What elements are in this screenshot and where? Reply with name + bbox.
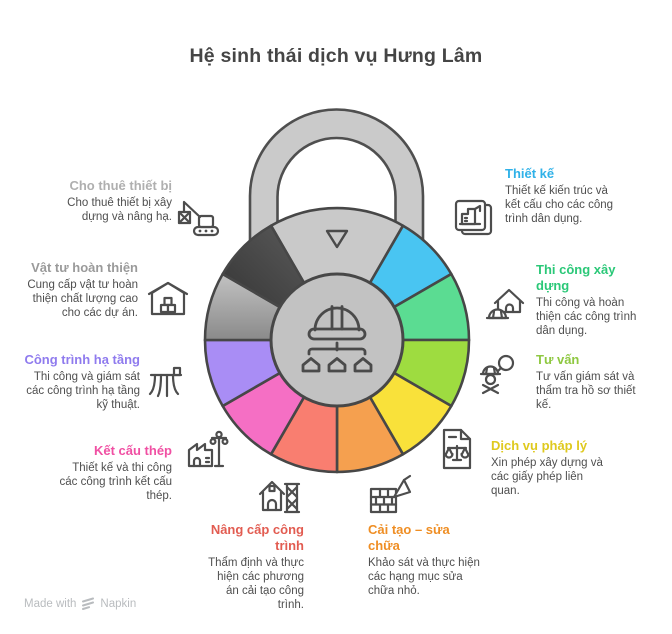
item-title: Dịch vụ pháp lý <box>491 438 588 453</box>
item-cho-thue-thiet-bi: Cho thuê thiết bị Cho thuê thiết bị xây … <box>52 178 172 224</box>
item-cong-trinh-ha-tang: Công trình hạ tầng Thi công và giám sát … <box>16 352 140 412</box>
item-title: Thi công xây dựng <box>536 262 616 293</box>
engineer-magnifier-icon <box>479 354 515 395</box>
item-desc: Thiết kế kiến trúc và kết cấu cho các cô… <box>505 184 614 225</box>
house-scaffold-icon <box>258 480 301 514</box>
made-with-napkin-badge[interactable]: Made with Napkin <box>24 597 136 610</box>
warehouse-icon <box>147 281 189 316</box>
item-vat-tu-hoan-thien: Vật tư hoàn thiện Cung cấp vật tư hoàn t… <box>20 260 138 320</box>
item-title: Nâng cấp công trình <box>210 522 304 553</box>
item-cai-tao-sua-chua: Cải tạo – sửa chữa Khảo sát và thực hiện… <box>368 522 482 598</box>
pier-icon <box>148 366 183 398</box>
item-title: Cải tạo – sửa chữa <box>368 522 450 553</box>
item-desc: Khảo sát và thực hiện các hạng mục sửa c… <box>368 556 480 597</box>
item-title: Công trình hạ tầng <box>24 352 140 367</box>
item-title: Vật tư hoàn thiện <box>31 260 138 275</box>
blueprint-docs-icon <box>454 199 493 236</box>
page-title: Hệ sinh thái dịch vụ Hưng Lâm <box>189 45 483 67</box>
item-desc: Thi công và giám sát các công trình hạ t… <box>26 370 140 411</box>
item-nang-cap-cong-trinh: Nâng cấp công trình Thẩm định và thực hi… <box>202 522 304 612</box>
item-tu-van: Tư vấn Tư vấn giám sát và thẩm tra hồ sơ… <box>536 352 646 412</box>
item-desc: Thi công và hoàn thiện các công trình dâ… <box>536 296 637 337</box>
crane-icon <box>177 200 220 237</box>
item-desc: Cho thuê thiết bị xây dựng và nâng hạ. <box>67 196 172 223</box>
house-hardhat-icon <box>485 288 525 320</box>
item-title: Kết cấu thép <box>93 443 172 458</box>
item-title: Cho thuê thiết bị <box>69 178 172 193</box>
bricks-trowel-icon <box>369 474 412 514</box>
item-thi-cong-xay-dung: Thi công xây dựng Thi công và hoàn thiện… <box>536 262 648 338</box>
item-desc: Xin phép xây dựng và các giấy phép liên … <box>491 456 603 497</box>
item-ket-cau-thep: Kết cấu thép Thiết kế và thi công các cô… <box>52 443 172 503</box>
item-desc: Tư vấn giám sát và thẩm tra hồ sơ thiết … <box>536 370 636 411</box>
item-title: Thiết kế <box>505 166 555 181</box>
item-desc: Cung cấp vật tư hoàn thiện chất lượng ca… <box>27 278 138 319</box>
factory-crane-icon <box>187 430 229 468</box>
item-thiet-ke: Thiết kế Thiết kế kiến trúc và kết cấu c… <box>505 166 623 226</box>
item-desc: Thiết kế và thi công các công trình kết … <box>59 461 172 502</box>
document-scales-icon <box>442 428 472 470</box>
item-desc: Thẩm định và thực hiện các phương án cải… <box>208 556 304 611</box>
made-with-label: Made with <box>24 597 77 610</box>
hardhat-orgchart-icon <box>301 305 373 373</box>
item-title: Tư vấn <box>536 352 580 367</box>
napkin-logo-icon <box>82 597 95 610</box>
item-dich-vu-phap-ly: Dịch vụ pháp lý Xin phép xây dựng và các… <box>491 438 609 498</box>
napkin-brand-label: Napkin <box>100 597 137 610</box>
dial-pointer-icon <box>325 229 349 249</box>
